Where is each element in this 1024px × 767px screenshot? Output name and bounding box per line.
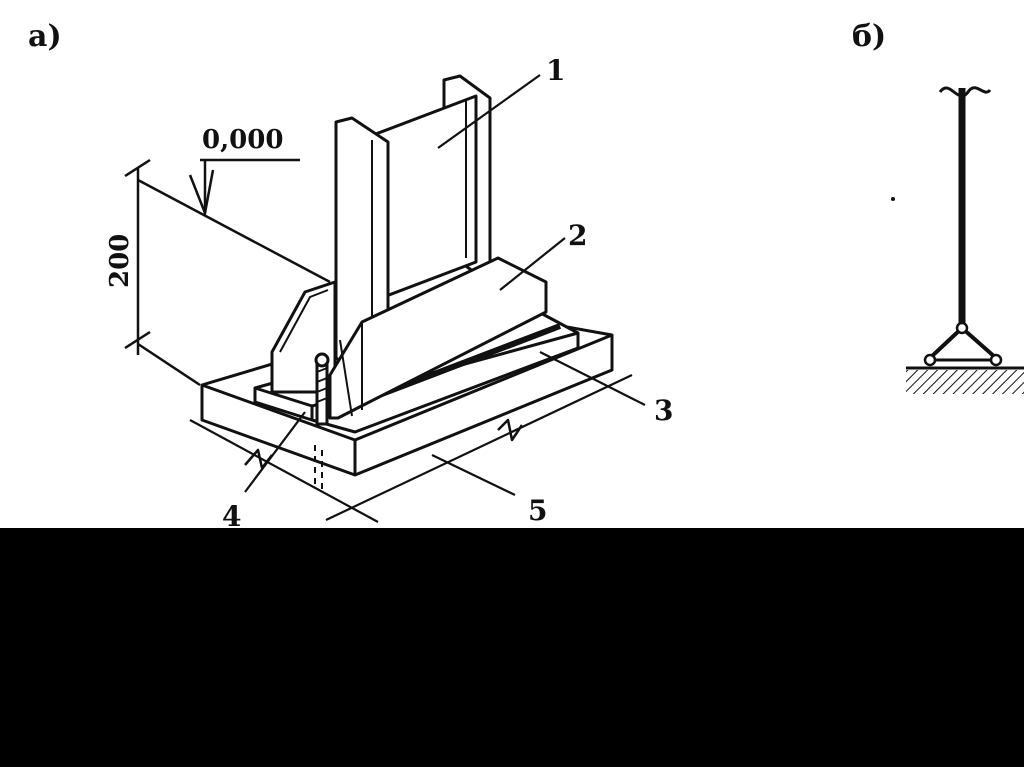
anchor-bolt (314, 352, 330, 426)
callout-4: 4 (222, 500, 241, 533)
callout-5: 5 (528, 494, 547, 527)
panel-a-drawing (200, 74, 614, 492)
elevation-label: 0,000 (202, 125, 283, 155)
panel-b-scheme (891, 86, 1024, 394)
callout-2: 2 (568, 219, 587, 252)
elevation-marker (188, 158, 300, 218)
traverse-plate (328, 256, 548, 420)
panel-a-label: а) (28, 19, 62, 54)
callout-3: 3 (654, 394, 673, 427)
height-dimension-label: 200 (105, 234, 135, 288)
leader-lines (189, 74, 646, 523)
black-overlay-panel (0, 528, 1024, 767)
dimension-200 (124, 158, 331, 387)
callout-1: 1 (546, 54, 565, 87)
panel-b-label: б) (852, 19, 886, 54)
